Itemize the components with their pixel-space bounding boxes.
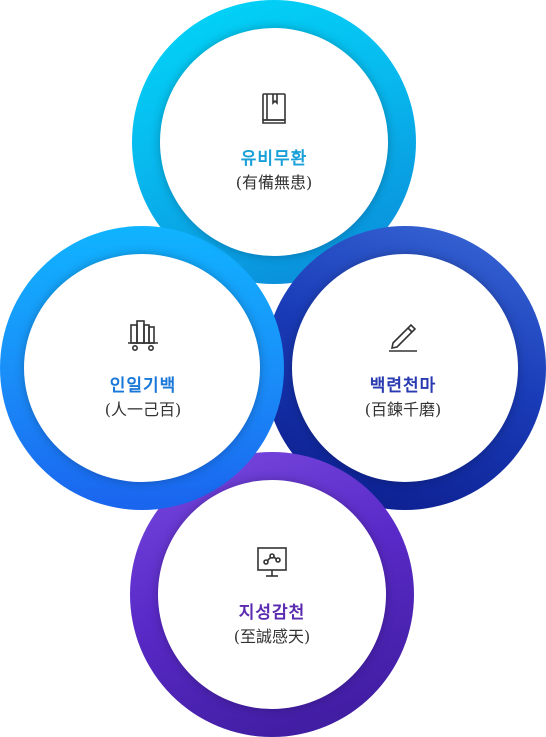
circle-bottom-content: 지성감천 (至誠感天) xyxy=(152,544,392,648)
pencil-icon xyxy=(389,323,417,352)
circle-top-content: 유비무환 (有備無患) xyxy=(154,90,394,194)
circle-right-subtitle: (百鍊千磨) xyxy=(364,400,442,419)
circle-bottom-subtitle: (至誠感天) xyxy=(233,627,311,646)
circle-left-title: 인일기백 xyxy=(109,376,177,396)
circle-right-title: 백련천마 xyxy=(369,376,437,396)
circle-left-content: 인일기백 (人一己百) xyxy=(23,317,263,421)
circle-top-inner xyxy=(160,28,388,256)
circle-right-inner xyxy=(292,254,518,482)
circle-bottom-inner xyxy=(158,480,386,709)
presentation-board-icon xyxy=(257,547,287,577)
circle-top-subtitle: (有備無患) xyxy=(235,173,313,192)
circle-bottom-title: 지성감천 xyxy=(238,603,306,623)
book-icon xyxy=(262,93,286,124)
circle-top-title: 유비무환 xyxy=(240,149,308,169)
books-cart-icon xyxy=(128,320,158,351)
circle-right-content: 백련천마 (百鍊千磨) xyxy=(283,317,523,421)
circle-left-subtitle: (人一己百) xyxy=(104,400,182,419)
circle-left-inner xyxy=(24,254,260,482)
